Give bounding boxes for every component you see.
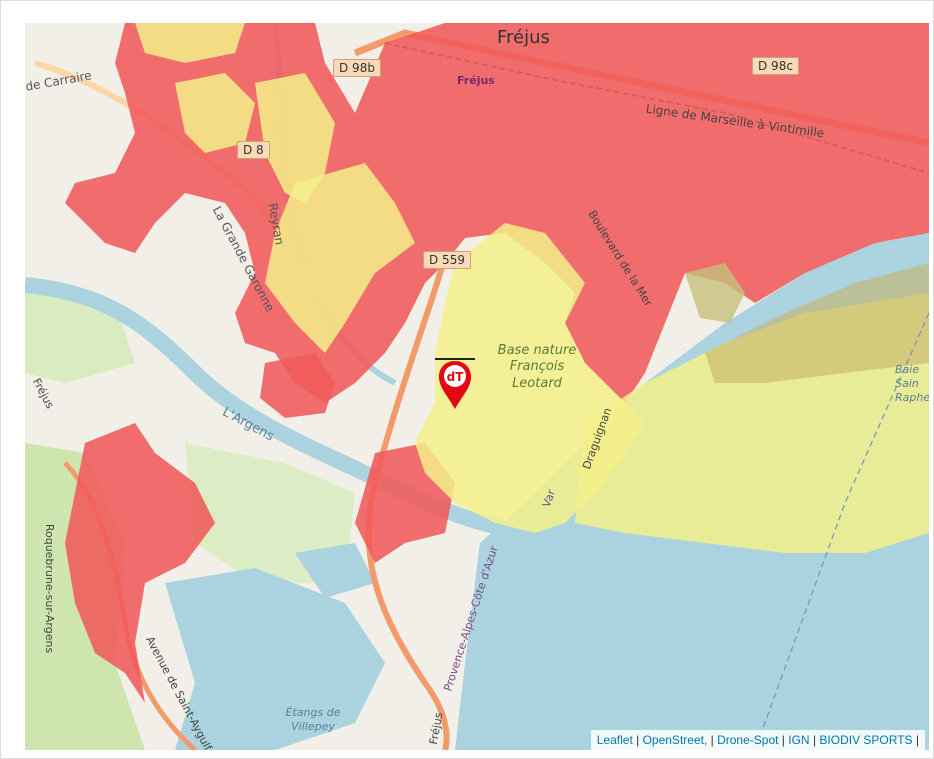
location-marker[interactable]: dT [435,355,475,411]
label-frejus-city: Fréjus [497,27,550,48]
road-badge-d559: D 559 [423,251,471,269]
label-roquebrune: Roquebrune-sur-Argens [43,523,57,654]
road-badge-d8: D 8 [237,141,270,159]
road-badge-d98c: D 98c [752,57,799,75]
dt-marker-icon: dT [435,358,475,409]
overlap-zone-small [685,263,745,323]
marker-text: dT [447,370,465,384]
overlap-zone [705,263,929,383]
attribution-bar: Leaflet | OpenStreet, | Drone-Spot | IGN… [590,730,925,750]
lagoon [165,568,385,750]
attribution-dronespot-link[interactable]: Drone-Spot [717,733,779,747]
label-baie: Baie Sain Raphe [895,363,929,404]
map-tiles [25,23,929,750]
field-area [185,443,355,583]
road-badge-d98b: D 98b [333,59,381,77]
label-etangs: Étangs de Villepey [285,706,341,733]
label-frejus-district: Fréjus [457,74,495,87]
lagoon-small [295,543,375,598]
attribution-ign-link[interactable]: IGN [788,733,810,747]
map-view[interactable]: Fréjus Fréjus de Carraire Ligne de Marse… [25,23,929,750]
field-area-west [25,293,135,383]
label-base-nature: Base nature François Leotard [497,343,577,391]
attribution-openstreet-link[interactable]: OpenStreet, [642,733,708,747]
maritime-boundary [754,312,929,750]
attribution-leaflet-link[interactable]: Leaflet [596,733,633,747]
attribution-biodiv-link[interactable]: BIODIV SPORTS [819,733,913,747]
